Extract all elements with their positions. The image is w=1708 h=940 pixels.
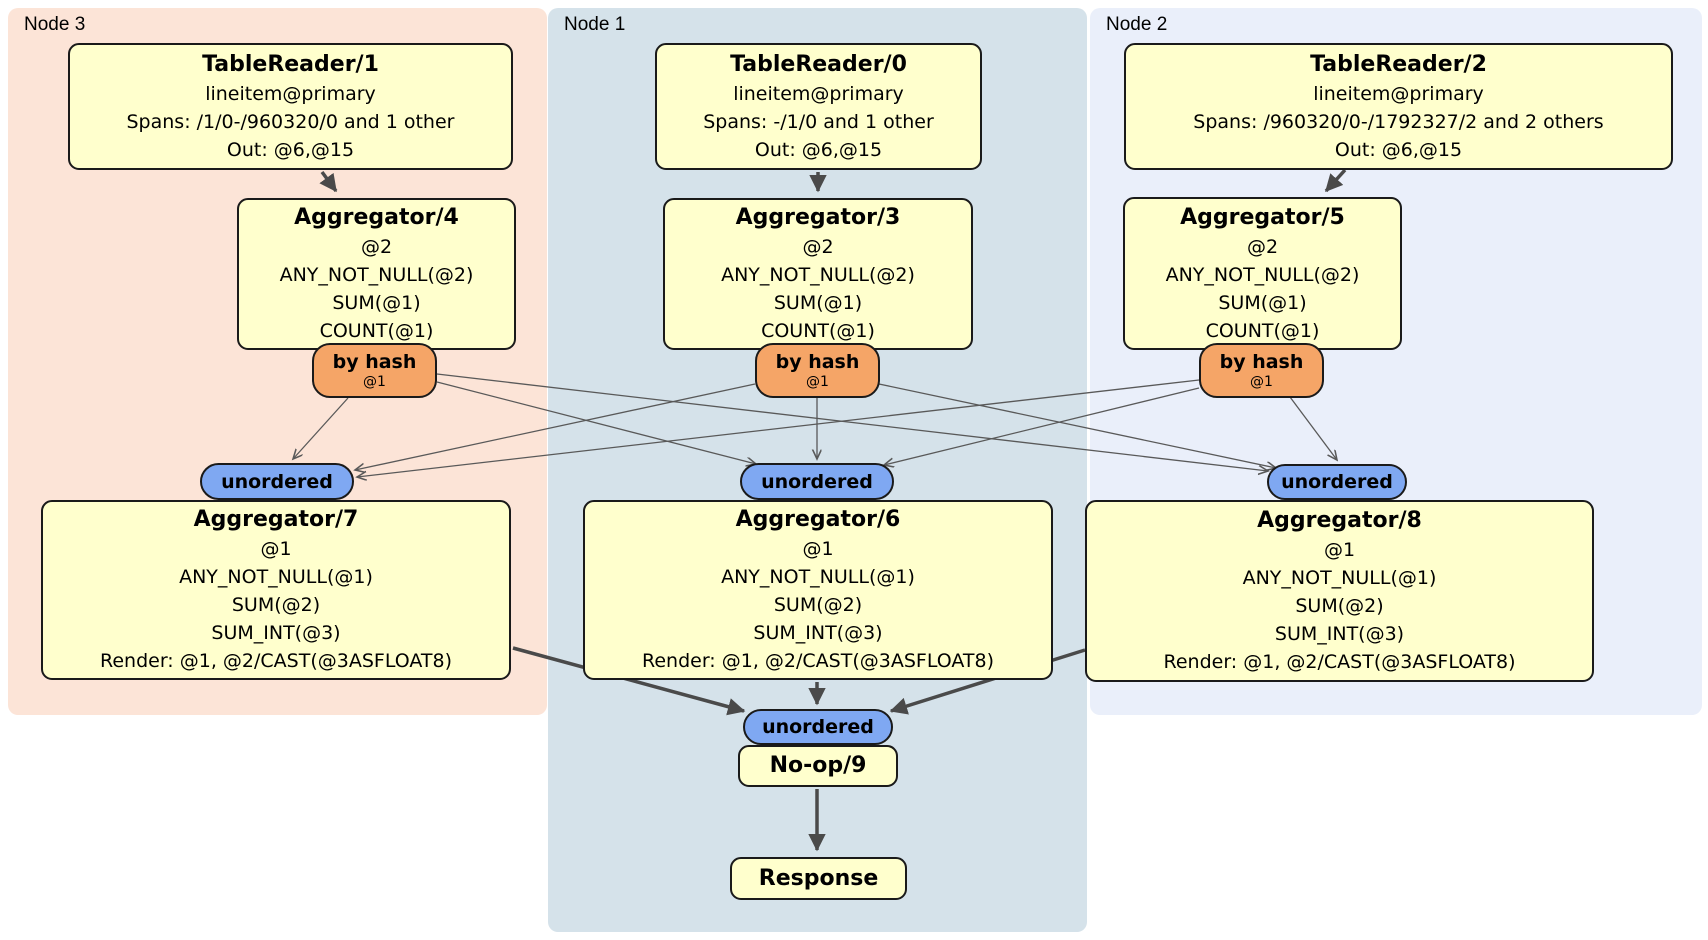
node-detail: lineitem@primary [733,82,904,105]
node-title: Response [758,865,879,891]
router-columns: @1 [363,373,386,390]
node-tablereader-2: TableReader/2 lineitem@primary Spans: /9… [1124,43,1673,170]
node-title: Aggregator/5 [1180,204,1345,230]
router-label: by hash [775,350,860,373]
panel-node2-label: Node 2 [1106,14,1168,35]
panel-node1-label: Node 1 [564,14,626,35]
node-title: TableReader/2 [1310,51,1487,77]
node-detail: @1 [802,538,834,560]
edge-byhash1-u3 [355,383,756,470]
node-noop-9: No-op/9 [738,745,898,787]
node-title: Aggregator/8 [1257,508,1422,533]
node-detail: Render: @1, @2/CAST(@3ASFLOAT8) [1163,651,1516,673]
node-detail: COUNT(@1) [1205,319,1320,342]
router-byhash-node1: by hash @1 [755,343,880,398]
node-detail: @2 [1246,235,1279,258]
stream-label: unordered [221,470,333,493]
edge-byhash3-u2 [436,373,1268,471]
node-detail: ANY_NOT_NULL(@1) [1242,567,1437,589]
stream-label: unordered [761,470,873,493]
edge-tr1-agg4 [319,170,338,193]
node-detail: lineitem@primary [205,82,376,105]
node-detail: SUM(@2) [773,594,863,616]
stream-label: unordered [1281,471,1393,493]
stream-label: unordered [762,716,874,738]
node-detail: ANY_NOT_NULL(@2) [721,264,915,286]
node-detail: SUM(@1) [332,292,421,314]
edge-byhash3-u1 [436,381,756,464]
node-title: Aggregator/4 [294,205,459,230]
router-columns: @1 [1250,373,1273,390]
router-label: by hash [1219,350,1304,373]
stream-unordered-node3: unordered [200,463,354,500]
node-title: TableReader/1 [202,51,379,77]
node-detail: SUM(@1) [773,292,863,314]
node-detail: Render: @1, @2/CAST(@3ASFLOAT8) [100,650,452,672]
node-title: No-op/9 [769,753,867,778]
edge-byhash2-u2 [1289,396,1337,460]
node-detail: ANY_NOT_NULL(@2) [279,264,474,286]
node-aggregator-3: Aggregator/3 @2 ANY_NOT_NULL(@2) SUM(@1)… [663,198,973,350]
node-title: Aggregator/7 [193,507,359,532]
router-label: by hash [332,350,417,373]
node-aggregator-4: Aggregator/4 @2 ANY_NOT_NULL(@2) SUM(@1)… [237,198,516,350]
node-detail: SUM(@1) [1218,291,1307,314]
node-detail: COUNT(@1) [761,320,875,342]
node-detail: lineitem@primary [1313,82,1484,105]
node-title: Aggregator/6 [735,507,901,532]
node-detail: Spans: -/1/0 and 1 other [703,110,934,133]
node-tablereader-1: TableReader/1 lineitem@primary Spans: /1… [68,43,513,170]
node-detail: @2 [360,236,393,258]
node-aggregator-6: Aggregator/6 @1 ANY_NOT_NULL(@1) SUM(@2)… [583,500,1053,680]
stream-unordered-node1: unordered [740,463,894,500]
node-detail: Spans: /1/0-/960320/0 and 1 other [126,110,455,133]
node-detail: @1 [1323,539,1356,561]
node-detail: ANY_NOT_NULL(@1) [721,566,915,588]
node-detail: SUM(@2) [231,594,321,616]
node-detail: @2 [802,236,834,258]
node-aggregator-8: Aggregator/8 @1 ANY_NOT_NULL(@1) SUM(@2)… [1085,500,1594,682]
node-detail: @1 [260,538,292,560]
node-detail: SUM(@2) [1295,595,1384,617]
node-aggregator-5: Aggregator/5 @2 ANY_NOT_NULL(@2) SUM(@1)… [1123,197,1402,350]
node-detail: ANY_NOT_NULL(@2) [1165,263,1360,286]
edge-byhash3-u3 [293,397,349,459]
stream-unordered-final: unordered [743,709,893,745]
node-title: TableReader/0 [730,51,907,77]
node-detail: Out: @6,@15 [226,138,355,161]
router-byhash-node2: by hash @1 [1199,343,1324,398]
edge-byhash2-u3 [357,379,1200,477]
node-detail: COUNT(@1) [319,320,434,342]
router-columns: @1 [806,373,829,390]
node-response: Response [730,857,907,900]
edge-tr2-agg5 [1324,168,1347,193]
panel-node3-label: Node 3 [24,14,86,35]
node-detail: SUM_INT(@3) [1274,623,1405,645]
node-detail: ANY_NOT_NULL(@1) [179,566,373,588]
node-detail: Render: @1, @2/CAST(@3ASFLOAT8) [642,650,994,672]
edge-byhash1-u2 [878,383,1276,468]
node-tablereader-0: TableReader/0 lineitem@primary Spans: -/… [655,43,982,170]
node-detail: SUM_INT(@3) [211,622,341,644]
router-byhash-node3: by hash @1 [312,343,437,398]
node-detail: SUM_INT(@3) [753,622,883,644]
node-detail: Out: @6,@15 [754,138,883,161]
node-title: Aggregator/3 [735,205,901,230]
node-detail: Spans: /960320/0-/1792327/2 and 2 others [1193,110,1604,133]
node-detail: Out: @6,@15 [1334,138,1463,161]
stream-unordered-node2: unordered [1267,464,1407,500]
edge-byhash2-u1 [884,387,1200,465]
node-aggregator-7: Aggregator/7 @1 ANY_NOT_NULL(@1) SUM(@2)… [41,500,511,680]
